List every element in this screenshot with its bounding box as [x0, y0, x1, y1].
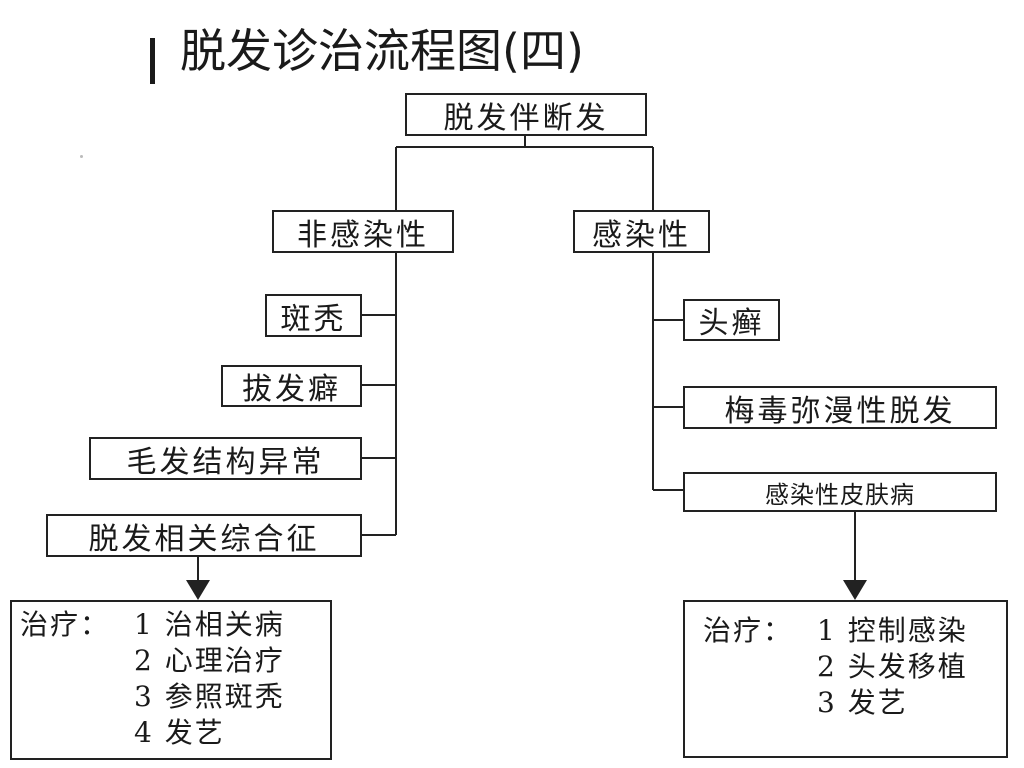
right-treatment-item: 1 控制感染 [817, 614, 968, 647]
right-treatment-item: 2 头发移植 [817, 650, 968, 683]
page-title: 脱发诊治流程图(四) [180, 24, 584, 78]
left-arrow-head [186, 580, 210, 600]
root-node: 脱发伴断发 [405, 93, 647, 136]
left-treatment-item: 2 心理治疗 [134, 644, 285, 677]
right-item-tinea-capitis: 头癣 [683, 299, 780, 341]
right-item-skin-infection: 感染性皮肤病 [683, 472, 997, 512]
non-infectious-node: 非感染性 [272, 210, 454, 253]
speck [80, 155, 83, 158]
left-treatment-label: 治疗： [20, 608, 111, 641]
right-arrow-head [843, 580, 867, 600]
left-treatment-item: 1 治相关病 [134, 608, 285, 641]
right-treatment-box: 治疗： 1 控制感染 2 头发移植 3 发艺 [683, 600, 1008, 758]
right-treatment-label: 治疗： [703, 614, 794, 647]
left-treatment-item: 3 参照斑秃 [134, 680, 285, 713]
left-item-trichotillomania: 拔发癖 [221, 365, 362, 407]
left-treatment-box: 治疗： 1 治相关病 2 心理治疗 3 参照斑秃 4 发艺 [10, 600, 332, 760]
left-item-hair-structure: 毛发结构异常 [89, 437, 362, 480]
infectious-node: 感染性 [573, 210, 710, 253]
title-bar [150, 38, 155, 84]
left-item-alopecia-areata: 斑秃 [265, 294, 362, 337]
left-item-syndrome: 脱发相关综合征 [46, 514, 362, 557]
left-treatment-item: 4 发艺 [134, 716, 225, 749]
right-treatment-item: 3 发艺 [817, 686, 908, 719]
right-item-syphilis: 梅毒弥漫性脱发 [683, 386, 997, 429]
